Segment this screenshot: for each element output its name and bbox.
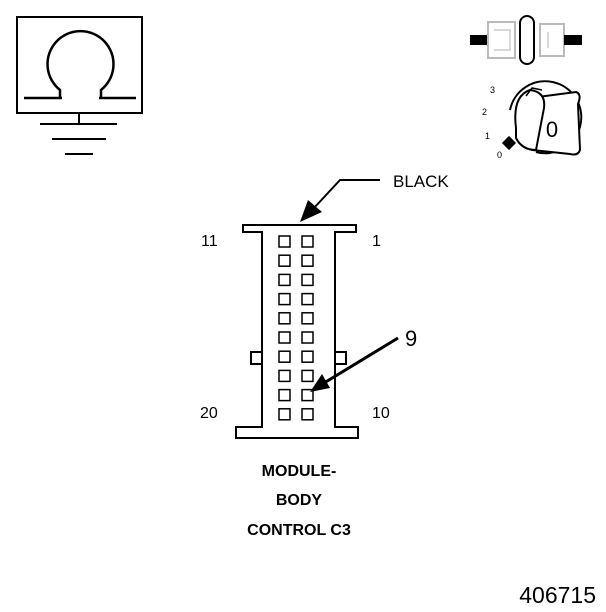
pin-cavity	[301, 292, 314, 306]
key-position-label: 0	[546, 117, 558, 142]
pin-cavity	[301, 369, 314, 383]
title-line-2: BODY	[276, 492, 323, 509]
ignition-position-0: 0	[497, 150, 502, 160]
pin-cavity	[278, 331, 291, 344]
pin-cavity	[301, 350, 314, 363]
ignition-position-1: 1	[485, 131, 490, 141]
pin-cavity	[301, 331, 314, 344]
pin-cavity	[278, 312, 291, 325]
pin-cavity	[301, 235, 314, 248]
connector-pins	[278, 235, 314, 421]
figure-number: 406715	[519, 582, 596, 608]
pin-label-top-right: 1	[372, 233, 381, 250]
title-line-3: CONTROL C3	[247, 522, 351, 539]
ohmmeter-ground-icon	[16, 16, 143, 155]
pin-cavity	[278, 408, 291, 421]
connector-disconnect-icon	[470, 15, 582, 65]
pin-label-bottom-right: 10	[372, 405, 390, 422]
pin-cavity	[278, 235, 291, 248]
pin-cavity	[278, 350, 291, 363]
pin-cavity	[301, 254, 314, 267]
ignition-key-icon: 0 0 1 2 3	[482, 80, 583, 160]
ignition-position-3: 3	[490, 85, 495, 95]
pin-cavity	[301, 388, 314, 402]
color-callout: BLACK	[300, 172, 449, 222]
pin-label-top-left: 11	[201, 233, 218, 250]
pin-cavity	[301, 273, 314, 287]
pin-cavity	[278, 254, 291, 267]
pin-label-bottom-left: 20	[200, 405, 218, 422]
callout-pin-number: 9	[405, 326, 417, 351]
title-line-1: MODULE-	[262, 463, 337, 480]
pin-cavity	[301, 408, 314, 421]
connector-body	[235, 224, 359, 439]
pin-cavity	[301, 312, 314, 325]
ignition-position-2: 2	[482, 107, 487, 117]
pin-cavity	[278, 273, 291, 287]
pin-cavity	[278, 369, 291, 383]
color-label: BLACK	[393, 172, 449, 191]
pin-cavity	[278, 388, 291, 402]
pin-callout: 9	[310, 326, 417, 392]
pin-cavity	[278, 292, 291, 306]
